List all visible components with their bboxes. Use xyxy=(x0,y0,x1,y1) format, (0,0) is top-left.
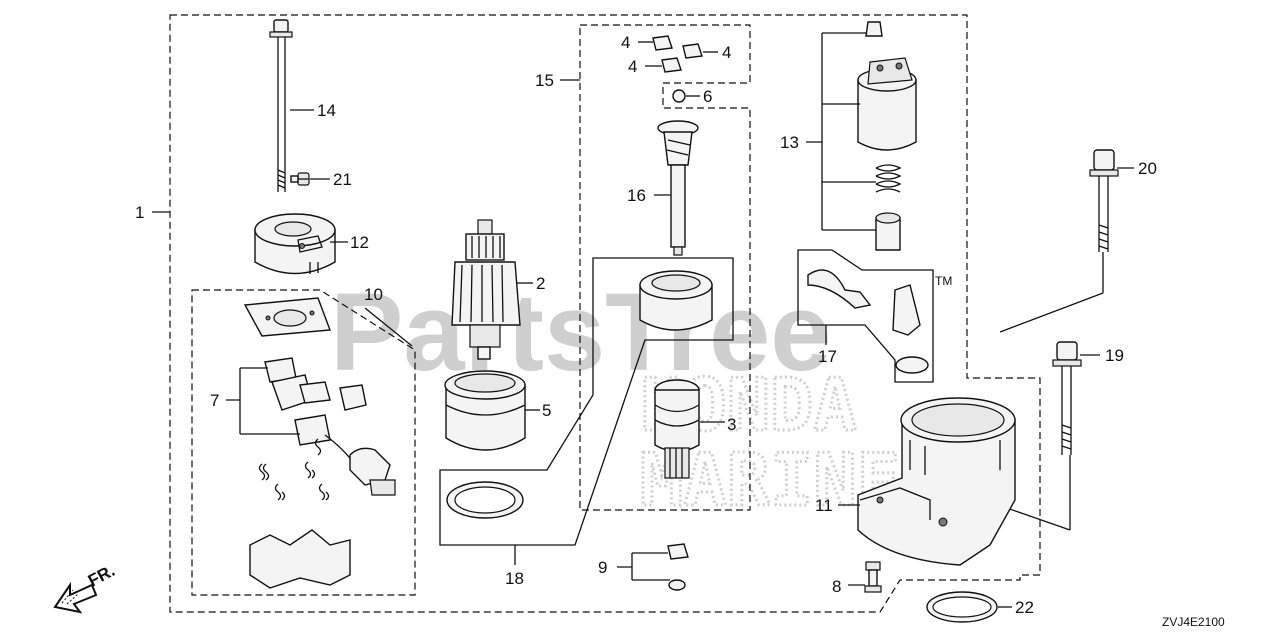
watermark-brand: PartsTree xyxy=(330,271,831,394)
bolt-20-path xyxy=(999,292,1104,333)
callout-7: 7 xyxy=(210,391,219,410)
yoke-5 xyxy=(444,370,526,451)
callout-15: 15 xyxy=(535,71,554,90)
brush-plate-10 xyxy=(243,297,331,337)
switch-parts-17 xyxy=(807,269,929,374)
callout-17: 17 xyxy=(818,347,837,366)
bolt-19 xyxy=(1052,341,1082,455)
callout-10: 10 xyxy=(364,285,383,304)
callout-8: 8 xyxy=(832,577,841,596)
leader-7 xyxy=(226,367,300,435)
callout-22: 22 xyxy=(1015,598,1034,617)
pinion-shaft-16 xyxy=(657,120,699,256)
callout-20: 20 xyxy=(1138,159,1157,178)
callout-11: 11 xyxy=(815,496,833,515)
callout-21: 21 xyxy=(333,170,352,189)
callout-5: 5 xyxy=(542,401,551,420)
solenoid-13 xyxy=(857,21,917,251)
callout-9: 9 xyxy=(598,558,607,577)
callout-13: 13 xyxy=(780,133,799,152)
diagram-code: ZVJ4E2100 xyxy=(1162,615,1225,629)
leader-10 xyxy=(364,307,413,347)
callout-14: 14 xyxy=(317,101,336,120)
brush-springs xyxy=(258,438,330,501)
callout-19: 19 xyxy=(1105,346,1124,365)
callout-2: 2 xyxy=(536,274,545,293)
callout-6: 6 xyxy=(703,87,712,106)
callout-4a: 4 xyxy=(621,33,630,52)
rear-cover-12 xyxy=(254,213,336,275)
brush-holder-base xyxy=(249,529,351,589)
through-bolt-14 xyxy=(269,19,293,192)
bolt-20 xyxy=(1089,149,1119,252)
nuts-4 xyxy=(652,35,703,73)
o-ring-22 xyxy=(926,591,998,623)
drive-assembly-box xyxy=(579,24,751,511)
callout-16: 16 xyxy=(627,186,646,205)
leader-13 xyxy=(806,32,876,231)
callout-1: 1 xyxy=(135,203,144,222)
leader-9 xyxy=(617,552,670,581)
switch-kit-box xyxy=(797,249,934,383)
callout-labels: 1 2 3 4 4 4 5 6 7 8 9 10 11 12 13 14 15 … xyxy=(135,33,1157,617)
brush-set-7 xyxy=(264,357,396,496)
washer-6 xyxy=(672,89,686,103)
callout-18: 18 xyxy=(505,569,524,588)
callout-4c: 4 xyxy=(628,57,637,76)
internal-gear xyxy=(639,270,713,331)
drive-pinion-3 xyxy=(654,379,700,479)
nut-washer-9 xyxy=(667,543,689,591)
repair-kit-box xyxy=(439,257,734,546)
brush-clip xyxy=(339,384,367,411)
watermark-trademark: TM xyxy=(935,274,952,288)
callout-4b: 4 xyxy=(722,43,731,62)
front-direction-arrow: FR. xyxy=(53,561,118,614)
gasket-ring-18 xyxy=(446,481,524,519)
callout-12: 12 xyxy=(350,233,369,252)
callout-3: 3 xyxy=(727,415,736,434)
screw-8 xyxy=(864,561,882,593)
brush-holder-box xyxy=(191,289,416,596)
starter-assembly-boundary xyxy=(169,14,1041,613)
screw-21 xyxy=(290,172,310,186)
front-housing-11 xyxy=(857,397,1016,566)
armature-2 xyxy=(451,219,521,360)
